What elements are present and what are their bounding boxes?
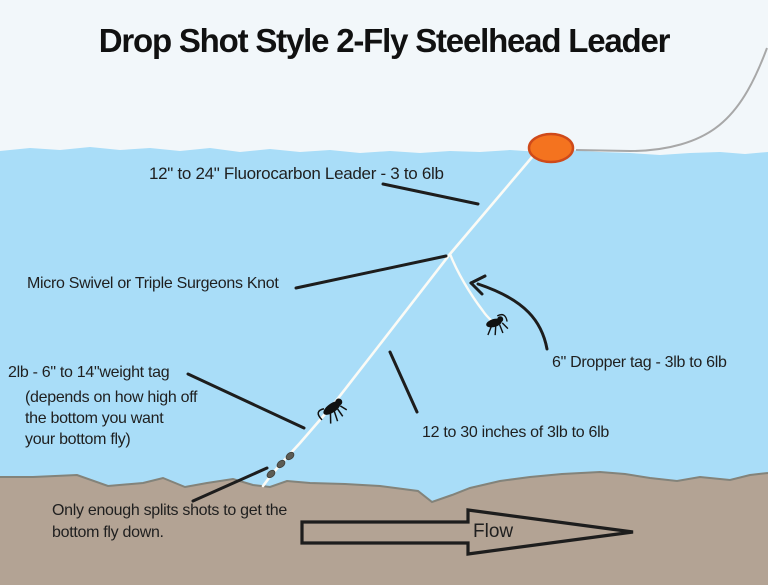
label-dropper-tag: 6" Dropper tag - 3lb to 6lb xyxy=(552,354,727,371)
label-split-shots-note: Only enough splits shots to get the bott… xyxy=(52,502,287,541)
label-main-line-length: 12 to 30 inches of 3lb to 6lb xyxy=(422,424,609,441)
flow-arrow xyxy=(300,508,634,556)
bottom-fly xyxy=(317,398,348,424)
pointer-swivel-knot xyxy=(294,254,448,290)
split-shot xyxy=(266,469,276,479)
pointer-split-shots xyxy=(191,466,269,503)
dropper-tag-line xyxy=(448,252,495,324)
curved-arrow-dropper xyxy=(469,274,549,351)
diagram-title: Drop Shot Style 2-Fly Steelhead Leader xyxy=(98,22,671,59)
riverbed-edge xyxy=(0,470,768,504)
dropper-fly xyxy=(486,313,509,336)
split-shots xyxy=(266,451,295,479)
label-weight-tag: 2lb - 6" to 14"weight tag xyxy=(8,364,170,381)
pointer-fluorocarbon xyxy=(381,182,480,206)
split-shot xyxy=(285,451,295,461)
label-weight-tag-note: (depends on how high off the bottom you … xyxy=(25,389,198,448)
split-shot xyxy=(276,459,286,469)
label-flow: Flow xyxy=(473,521,514,542)
label-swivel-knot: Micro Swivel or Triple Surgeons Knot xyxy=(27,275,279,292)
label-fluorocarbon-leader: 12" to 24" Fluorocarbon Leader - 3 to 6l… xyxy=(149,164,444,183)
pointer-main-line-length xyxy=(388,350,419,414)
pointer-weight-tag xyxy=(186,372,306,430)
strike-indicator-float xyxy=(527,132,575,164)
rod-line xyxy=(575,47,768,153)
